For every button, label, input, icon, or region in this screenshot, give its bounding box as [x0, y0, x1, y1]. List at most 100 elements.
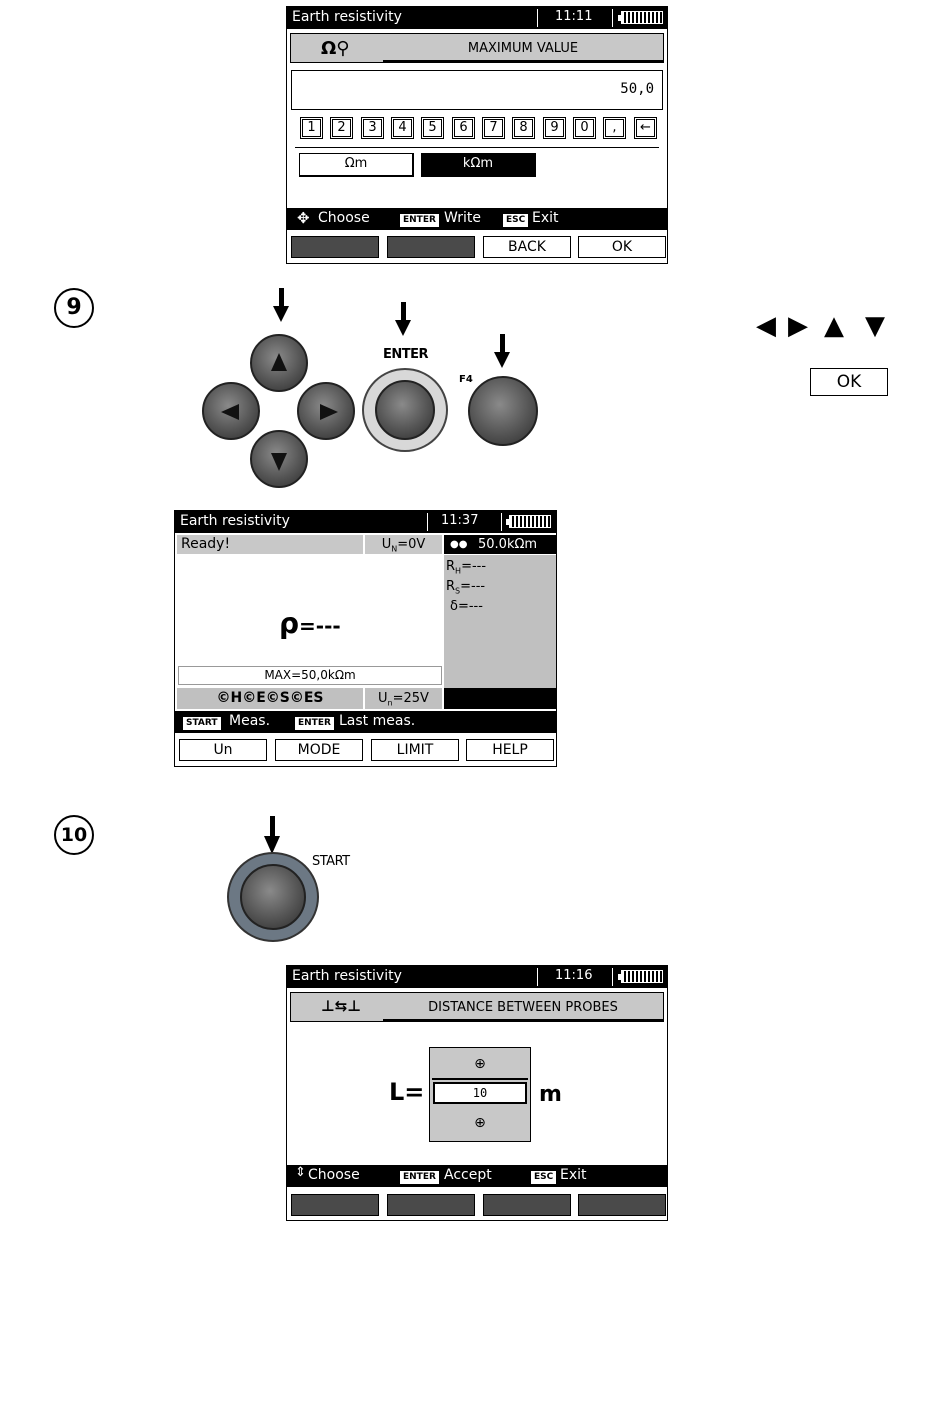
down-arrow-icon: [271, 453, 287, 471]
probes-distance-icon: ⊥⇆⊥: [321, 997, 361, 1015]
enter-button[interactable]: [375, 380, 435, 440]
battery-icon: [618, 11, 663, 24]
four-way-arrow-icon: ✥: [297, 209, 310, 227]
divider: [501, 513, 502, 531]
right-arrow-icon: [320, 404, 338, 420]
start-button[interactable]: [240, 864, 306, 930]
ok-button[interactable]: OK: [578, 236, 666, 258]
rho-reading: ρ=---: [279, 607, 341, 640]
up-triangle-icon: ▲: [824, 311, 844, 341]
value-display[interactable]: 50,0: [291, 70, 663, 110]
start-key-icon: START: [183, 714, 221, 730]
key-3[interactable]: 3: [361, 117, 384, 139]
status-text: Ready!: [181, 536, 231, 552]
range-value: 50.0kΩm: [478, 537, 538, 552]
mode-button[interactable]: MODE: [275, 739, 363, 761]
title-bar: Earth resistivity 11:16: [287, 966, 667, 988]
un-button[interactable]: Un: [179, 739, 267, 761]
key-4[interactable]: 4: [391, 117, 414, 139]
increment-button[interactable]: ⊕: [432, 1050, 528, 1080]
divider: [295, 147, 659, 148]
key-2[interactable]: 2: [330, 117, 353, 139]
status-field: Ready!: [177, 535, 363, 554]
results-panel: RH=--- RS=--- δ=---: [444, 555, 556, 689]
enter-key-icon: ENTER: [400, 211, 439, 227]
key-8[interactable]: 8: [512, 117, 535, 139]
press-arrow-head-icon: [395, 320, 411, 336]
up-arrow-icon: [271, 353, 287, 371]
key-9[interactable]: 9: [543, 117, 566, 139]
screen-maximum-value: Earth resistivity 11:11 Ω⚲ MAXIMUM VALUE…: [286, 6, 668, 264]
key-6[interactable]: 6: [452, 117, 475, 139]
hint-choose: Choose: [318, 210, 370, 226]
f4-button[interactable]: [468, 376, 538, 446]
function-button-2[interactable]: [387, 1194, 475, 1216]
unit-option-ohm-m[interactable]: Ωm: [299, 153, 414, 177]
up-down-arrow-icon: ⇕: [295, 1165, 306, 1180]
decrement-button[interactable]: ⊕: [432, 1109, 528, 1137]
function-button-4[interactable]: [578, 1194, 666, 1216]
l-label: L=: [389, 1078, 425, 1106]
key-5[interactable]: 5: [421, 117, 444, 139]
hint-bar: ⇕ Choose ENTER Accept ESC Exit: [287, 1165, 667, 1187]
value-text: 50,0: [620, 81, 654, 97]
screen-distance-between-probes: Earth resistivity 11:16 ⊥⇆⊥ DISTANCE BET…: [286, 965, 668, 1221]
hint-write: Write: [444, 210, 481, 226]
function-button-3[interactable]: [483, 1194, 571, 1216]
left-arrow-icon: [221, 404, 239, 420]
divider: [537, 9, 538, 27]
key-1[interactable]: 1: [300, 117, 323, 139]
key-comma[interactable]: ,: [603, 117, 626, 139]
screen-title: Earth resistivity: [180, 513, 290, 529]
function-button-1[interactable]: [291, 1194, 379, 1216]
down-button[interactable]: [250, 430, 308, 488]
voltage-field: UN=0V: [365, 535, 442, 554]
right-triangle-icon: ▶: [788, 311, 808, 341]
right-button[interactable]: [297, 382, 355, 440]
unit-label: m: [539, 1082, 562, 1107]
title-bar: Earth resistivity 11:37: [175, 511, 556, 533]
test-voltage-field: Un=25V: [365, 688, 442, 709]
hint-last-meas: Last meas.: [339, 713, 416, 729]
down-triangle-icon: ▼: [865, 311, 885, 341]
range-field: ●● 50.0kΩm: [444, 535, 556, 554]
max-limit-display: MAX=50,0kΩm: [178, 666, 442, 685]
help-button[interactable]: HELP: [466, 739, 554, 761]
key-7[interactable]: 7: [482, 117, 505, 139]
up-button[interactable]: [250, 334, 308, 392]
enter-key-icon: ENTER: [295, 714, 334, 730]
step-number-10: 10: [54, 815, 94, 855]
rh-result: RH=---: [446, 559, 487, 576]
rs-result: RS=---: [446, 579, 486, 596]
back-button[interactable]: BACK: [483, 236, 571, 258]
press-arrow-icon: [270, 816, 275, 840]
esc-key-icon: ESC: [531, 1168, 557, 1184]
header-label: DISTANCE BETWEEN PROBES: [383, 997, 663, 1021]
screen-title: Earth resistivity: [292, 9, 402, 25]
clock: 11:11: [555, 9, 593, 24]
hint-choose: Choose: [308, 1167, 360, 1183]
function-button-2[interactable]: [387, 236, 475, 258]
value-spinner: ⊕ 10 ⊕: [429, 1047, 531, 1142]
screen-title: Earth resistivity: [292, 968, 402, 984]
key-backspace[interactable]: ←: [634, 117, 657, 139]
step-number-9: 9: [54, 288, 94, 328]
esc-key-icon: ESC: [503, 211, 529, 227]
left-triangle-icon: ◀: [756, 311, 776, 341]
probe-icon: ●●: [450, 539, 468, 550]
resistance-limit-icon: Ω⚲: [321, 38, 350, 59]
unit-option-kohm-m[interactable]: kΩm: [421, 153, 536, 177]
left-button[interactable]: [202, 382, 260, 440]
distance-input[interactable]: 10: [433, 1082, 527, 1104]
press-arrow-icon: [279, 288, 284, 310]
header-label: MAXIMUM VALUE: [383, 38, 663, 62]
up-arrow-icon: ⊕: [474, 1056, 486, 1072]
enter-key-icon: ENTER: [400, 1168, 439, 1184]
screen-earth-resistivity-ready: Earth resistivity 11:37 Ready! UN=0V ●● …: [174, 510, 557, 767]
hint-accept: Accept: [444, 1167, 492, 1183]
battery-icon: [618, 970, 663, 983]
key-0[interactable]: 0: [573, 117, 596, 139]
ok-key-symbol: OK: [810, 368, 888, 396]
limit-button[interactable]: LIMIT: [371, 739, 459, 761]
function-button-1[interactable]: [291, 236, 379, 258]
